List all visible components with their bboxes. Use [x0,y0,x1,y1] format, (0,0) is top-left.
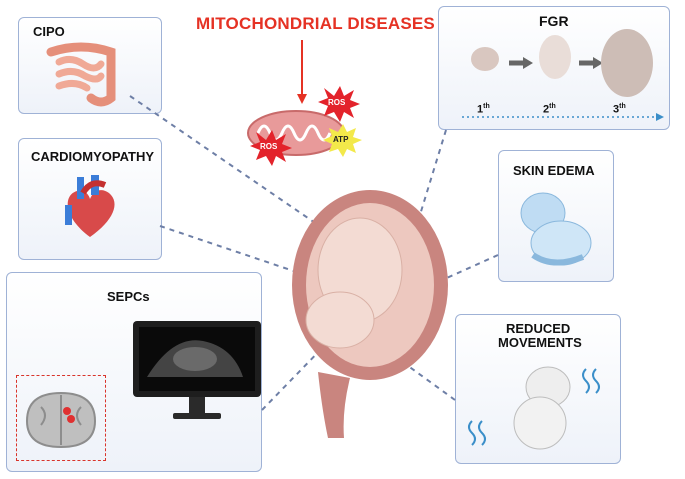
connector-cipo [129,95,341,241]
brain-icon [25,391,97,449]
connector-reduced [399,359,456,401]
cardiomyopathy-panel: CARDIOMYOPATHY [18,138,162,260]
brain-box [16,375,106,461]
ultrasound-monitor-icon [133,321,261,419]
skin-edema-panel: SKIN EDEMA [498,150,614,282]
sepcs-panel: SEPCs [6,272,262,472]
fetus-growth-icon [471,29,653,97]
uterus-illustration [292,190,448,438]
heart-icon [65,175,115,237]
trimester-3: 3th [613,103,626,116]
ros-burst-2 [250,130,292,166]
fetus-movement-icon [468,366,600,450]
ros-label-1: ROS [328,98,346,107]
ros-label-2: ROS [260,142,278,151]
fgr-title: FGR [539,13,569,29]
trimester-2: 2th [543,103,556,116]
edematous-fetus-icon [520,192,592,266]
connector-cardio [159,225,351,291]
cardiomyopathy-title: CARDIOMYOPATHY [31,149,155,164]
reduced-movements-panel: REDUCED MOVEMENTS [455,314,621,464]
reduced-title-2: MOVEMENTS [498,335,582,350]
ros-burst-1 [318,86,360,122]
trimester-1: 1th [477,103,490,116]
reduced-title-1: REDUCED [506,321,571,336]
fgr-panel: FGR 1th 2th 3th [438,6,670,130]
atp-burst [323,124,362,157]
cipo-panel: CIPO [18,17,162,114]
cipo-title: CIPO [33,24,65,39]
page-title: MITOCHONDRIAL DISEASES [196,14,435,33]
atp-label: ATP [333,135,349,144]
sepcs-title: SEPCs [107,289,150,304]
intestine-icon [46,42,116,107]
skin-edema-title: SKIN EDEMA [513,163,595,178]
